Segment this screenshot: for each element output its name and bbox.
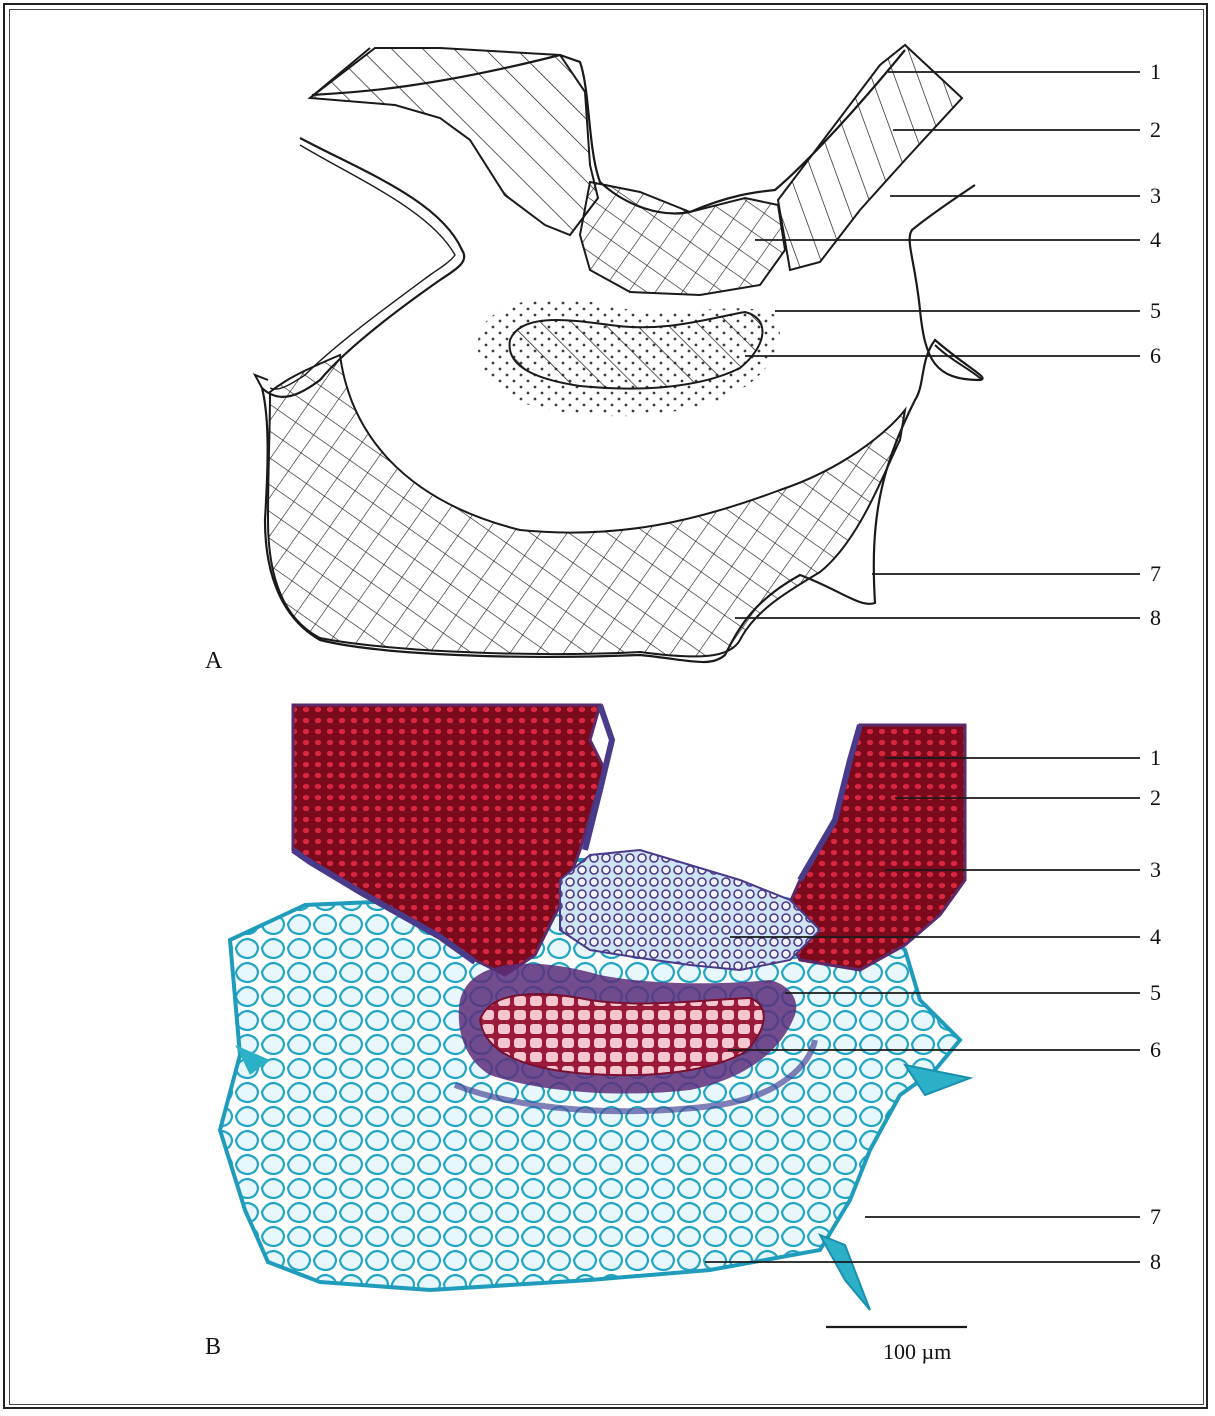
panel-a-drawing — [255, 45, 983, 662]
panel-a-callout-6: 6 — [1150, 343, 1161, 368]
panel-b-callout-7: 7 — [1150, 1204, 1161, 1229]
panel-a-callout-8: 8 — [1150, 605, 1161, 630]
panel-a-label: A — [205, 648, 223, 674]
panel-a-upper-wall — [310, 48, 598, 235]
panel-b-strand — [560, 850, 820, 970]
scale-bar-label: 100 µm — [883, 1339, 951, 1364]
panel-b-callout-2: 2 — [1150, 785, 1161, 810]
panel-b-callout-5: 5 — [1150, 980, 1161, 1005]
panel-b-label: B — [205, 1334, 221, 1360]
panel-a-callout-5: 5 — [1150, 298, 1161, 323]
panel-a-callout-1: 1 — [1150, 59, 1161, 84]
scale-bar: 100 µm — [826, 1327, 967, 1364]
panel-b-xylem — [480, 994, 764, 1075]
panel-b-micrograph — [220, 705, 970, 1310]
panel-a-right-wall — [778, 45, 962, 270]
panel-b-callout-6: 6 — [1150, 1037, 1161, 1062]
panel-b-callout-4: 4 — [1150, 924, 1161, 949]
panel-a-callout-4: 4 — [1150, 227, 1161, 252]
panel-a-callout-2: 2 — [1150, 117, 1161, 142]
panel-a-strand — [580, 182, 785, 295]
panel-b-callout-1: 1 — [1150, 745, 1161, 770]
panel-a-callout-7: 7 — [1150, 561, 1161, 586]
panel-b-callout-8: 8 — [1150, 1249, 1161, 1274]
panel-b-spine-bottom — [820, 1235, 870, 1310]
panel-b-callout-3: 3 — [1150, 857, 1161, 882]
panel-a-callout-3: 3 — [1150, 183, 1161, 208]
